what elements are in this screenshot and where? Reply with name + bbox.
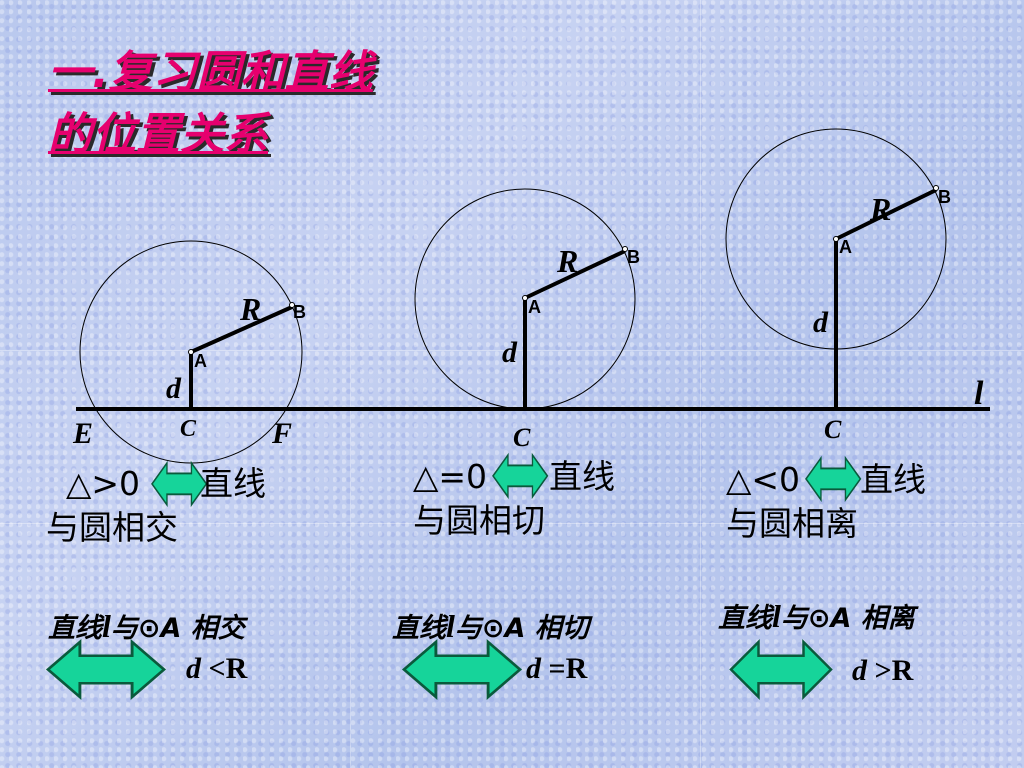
label-d: d [813, 306, 829, 339]
label-f: F [271, 417, 292, 450]
label-b: B [627, 247, 640, 267]
delta-text: △=0 [413, 457, 488, 496]
point-a [522, 295, 528, 301]
formula-d: d [526, 652, 541, 685]
label-r: R [869, 191, 891, 227]
background-grid-line [0, 523, 1024, 524]
condition-tangent: △=0 直线 与圆相切 [413, 455, 615, 543]
background-grid-line [700, 0, 701, 768]
condition-intersect: △>0 直线 与圆相交 [46, 462, 267, 550]
relation-l: l [446, 608, 455, 644]
point-a [188, 349, 194, 355]
formula-intersect: d <R [186, 652, 247, 686]
delta-text: △>0 [66, 464, 141, 503]
background-grid-line [0, 350, 1024, 351]
double-arrow-icon [729, 640, 833, 699]
relation-pre: 直线 [392, 613, 446, 644]
diagram-intersect: A B R d C E F [72, 240, 306, 464]
label-a: A [194, 351, 207, 371]
formula-tangent: d =R [526, 652, 587, 686]
title-line-2: 的位置关系 [48, 109, 268, 160]
page-title: 一.复习圆和直线 的位置关系 [48, 42, 373, 166]
formula-rel: >R [867, 654, 914, 687]
relation-post: 与⊙A 相切 [454, 613, 589, 644]
point-b [289, 302, 295, 308]
relation-pre: 直线 [718, 603, 772, 634]
relation-l: l [772, 598, 781, 634]
segment-r [835, 188, 937, 241]
relation-tangent: 直线l与⊙A 相切 [392, 606, 589, 645]
delta-text: △<0 [726, 460, 801, 499]
double-arrow-icon [402, 640, 522, 699]
label-a: A [839, 237, 852, 257]
label-b: B [293, 302, 306, 322]
condition-text-b: 与圆相离 [726, 504, 858, 543]
label-c: C [180, 416, 197, 442]
relation-intersect: 直线l与⊙A 相交 [48, 606, 245, 645]
formula-rel: <R [201, 652, 248, 685]
label-c: C [513, 423, 531, 452]
label-e: E [72, 417, 93, 450]
condition-text-a: 直线 [860, 460, 927, 499]
condition-text-b: 与圆相切 [413, 501, 545, 540]
point-a [833, 236, 839, 242]
condition-text-a: 直线 [549, 457, 616, 496]
condition-text-a: 直线 [200, 464, 267, 503]
point-b [933, 185, 939, 191]
formula-d: d [186, 652, 201, 685]
point-b [622, 246, 628, 252]
title-line-1: 一.复习圆和直线 [48, 47, 373, 98]
label-d: d [502, 336, 518, 369]
label-d: d [166, 372, 182, 405]
large-arrows [46, 640, 833, 699]
formula-separate: d >R [852, 654, 913, 688]
relation-post: 与⊙A 相交 [110, 613, 245, 644]
label-c: C [824, 415, 842, 444]
segment-r [190, 305, 293, 354]
background-grid-line [350, 0, 351, 768]
relation-post: 与⊙A 相离 [780, 603, 915, 634]
label-b: B [938, 187, 951, 207]
label-r: R [556, 243, 578, 279]
formula-rel: =R [541, 652, 588, 685]
double-arrow-icon [46, 640, 166, 699]
condition-separate: △<0 直线 与圆相离 [726, 458, 926, 546]
relation-l: l [102, 608, 111, 644]
diagram-tangent: A B R d C [414, 188, 640, 452]
condition-text-b: 与圆相交 [46, 508, 178, 547]
segment-r [524, 249, 626, 300]
label-r: R [239, 291, 261, 327]
diagram-separate: A B R d C [725, 128, 951, 444]
label-a: A [528, 297, 541, 317]
relation-separate: 直线l与⊙A 相离 [718, 596, 915, 635]
relation-pre: 直线 [48, 613, 102, 644]
line-l-label: l [974, 375, 984, 412]
formula-d: d [852, 654, 867, 687]
